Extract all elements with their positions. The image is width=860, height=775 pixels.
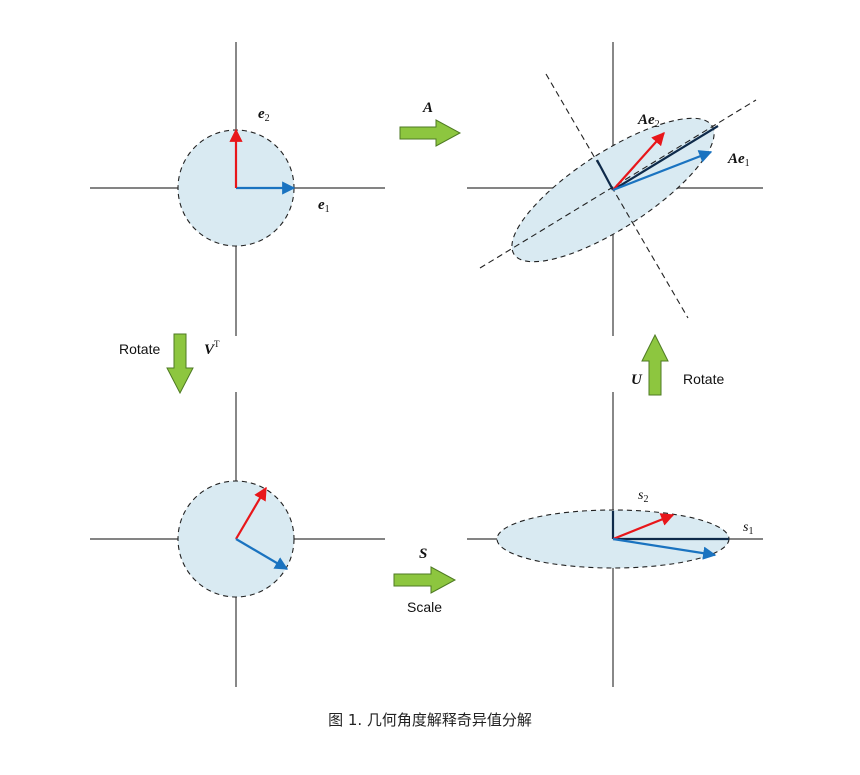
singular-vector-major bbox=[612, 125, 719, 191]
singular-vector-minor bbox=[596, 159, 614, 191]
transform-A: A bbox=[399, 100, 462, 147]
label-e2: e2 bbox=[258, 106, 270, 124]
transform-S: S Scale bbox=[393, 546, 457, 615]
minor-axis-line bbox=[545, 73, 689, 319]
label-s2: s2 bbox=[638, 488, 648, 505]
label-e1: e1 bbox=[318, 197, 330, 215]
vector-Ae2 bbox=[612, 132, 665, 191]
down-arrow-icon bbox=[166, 333, 194, 395]
vector-rotated-e2 bbox=[235, 486, 267, 540]
label-S: S bbox=[419, 546, 427, 562]
label-A: A bbox=[422, 100, 433, 116]
vector-scaled-e2 bbox=[612, 513, 675, 541]
transform-VT: Rotate VT bbox=[119, 333, 220, 395]
label-VT: VT bbox=[204, 339, 220, 358]
panel-top-left: e2 e1 bbox=[90, 42, 385, 336]
figure-caption: 图 1. 几何角度解释奇异值分解 bbox=[328, 711, 532, 729]
panel-top-right: Ae2 Ae1 bbox=[467, 42, 763, 336]
vector-Ae1 bbox=[612, 150, 713, 192]
label-Ae1: Ae1 bbox=[727, 151, 750, 169]
panel-bottom-right: s2 s1 bbox=[467, 392, 763, 687]
right-arrow-icon bbox=[393, 566, 457, 594]
label-rotate-right: Rotate bbox=[683, 371, 724, 387]
up-arrow-icon bbox=[641, 333, 669, 396]
panel-bottom-left bbox=[90, 392, 385, 687]
label-U: U bbox=[631, 372, 643, 388]
vector-rotated-e1 bbox=[235, 538, 289, 570]
transform-U: U Rotate bbox=[631, 333, 724, 396]
label-Ae2: Ae2 bbox=[637, 112, 660, 130]
right-arrow-icon bbox=[399, 119, 462, 147]
vector-scaled-e1 bbox=[612, 537, 717, 560]
label-scale: Scale bbox=[407, 599, 442, 615]
label-rotate-left: Rotate bbox=[119, 341, 160, 357]
label-s1: s1 bbox=[743, 520, 753, 537]
